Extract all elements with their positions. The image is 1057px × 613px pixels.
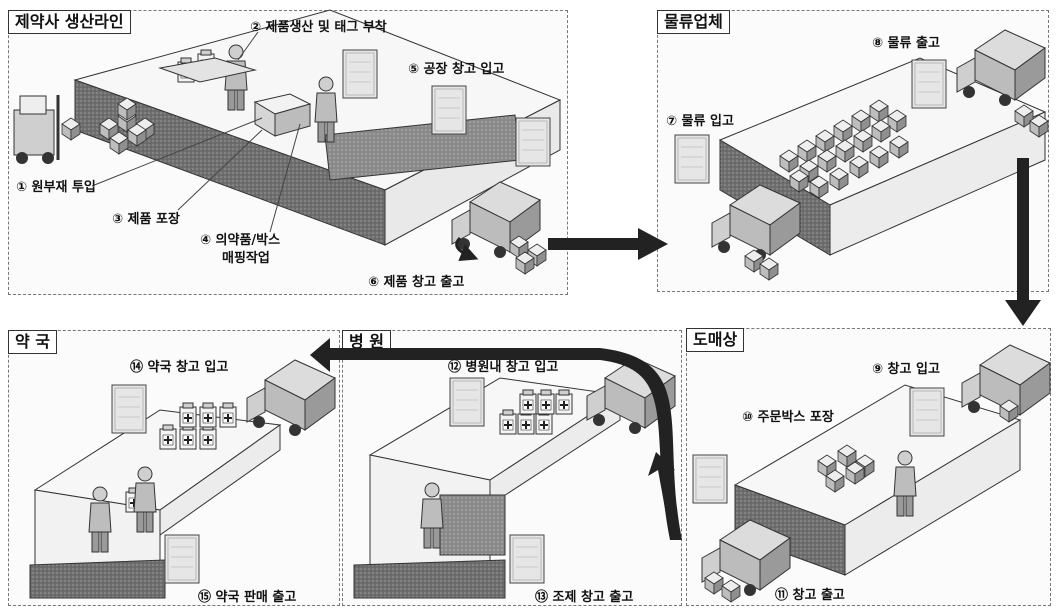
step-7-label: ⑦ 물류 입고 [666, 114, 734, 129]
step-8-label: ⑧ 물류 출고 [872, 36, 940, 51]
step-6-label: ⑥ 제품 창고 출고 [368, 275, 465, 290]
panel-title-wholesaler: 도매상 [686, 328, 745, 352]
hospital-scene [353, 357, 676, 599]
box-stack-icon [509, 235, 547, 275]
pharmacy-scene [29, 359, 336, 599]
panel-title-logistics: 물류업체 [657, 10, 730, 34]
step-10-label: ⑩ 주문박스 포장 [742, 410, 834, 425]
wholesaler-scene [692, 344, 1051, 603]
step-11-label: ⑪ 창고 출고 [775, 588, 845, 603]
truck-icon [246, 359, 336, 437]
forklift-icon [13, 95, 81, 164]
step-3-label: ③ 제품 포장 [112, 212, 180, 227]
step-15-label: ⑮ 약국 판매 출고 [198, 590, 297, 605]
logistics-scene [674, 29, 1049, 281]
step-4-label: ④ 의약품/박스 [200, 233, 281, 248]
step-12-label: ⑫ 병원내 창고 입고 [448, 360, 559, 375]
step-2-label: ② 제품생산 및 태그 부착 [250, 20, 387, 35]
step-4-label-2: 매핑작업 [222, 251, 270, 266]
panel-title-factory: 제약사 생산라인 [8, 10, 131, 34]
flow-arrow-icon [310, 158, 1041, 540]
step-9-label: ⑨ 창고 입고 [872, 362, 940, 377]
step-13-label: ⑬ 조제 창고 출고 [535, 590, 634, 605]
step-14-label: ⑭ 약국 창고 입고 [130, 360, 229, 375]
step-1-label: ① 원부재 투입 [16, 180, 96, 195]
step-5-label: ⑤ 공장 창고 입고 [408, 62, 505, 77]
panel-title-pharmacy: 약 국 [8, 330, 58, 354]
factory-scene [13, 9, 562, 275]
